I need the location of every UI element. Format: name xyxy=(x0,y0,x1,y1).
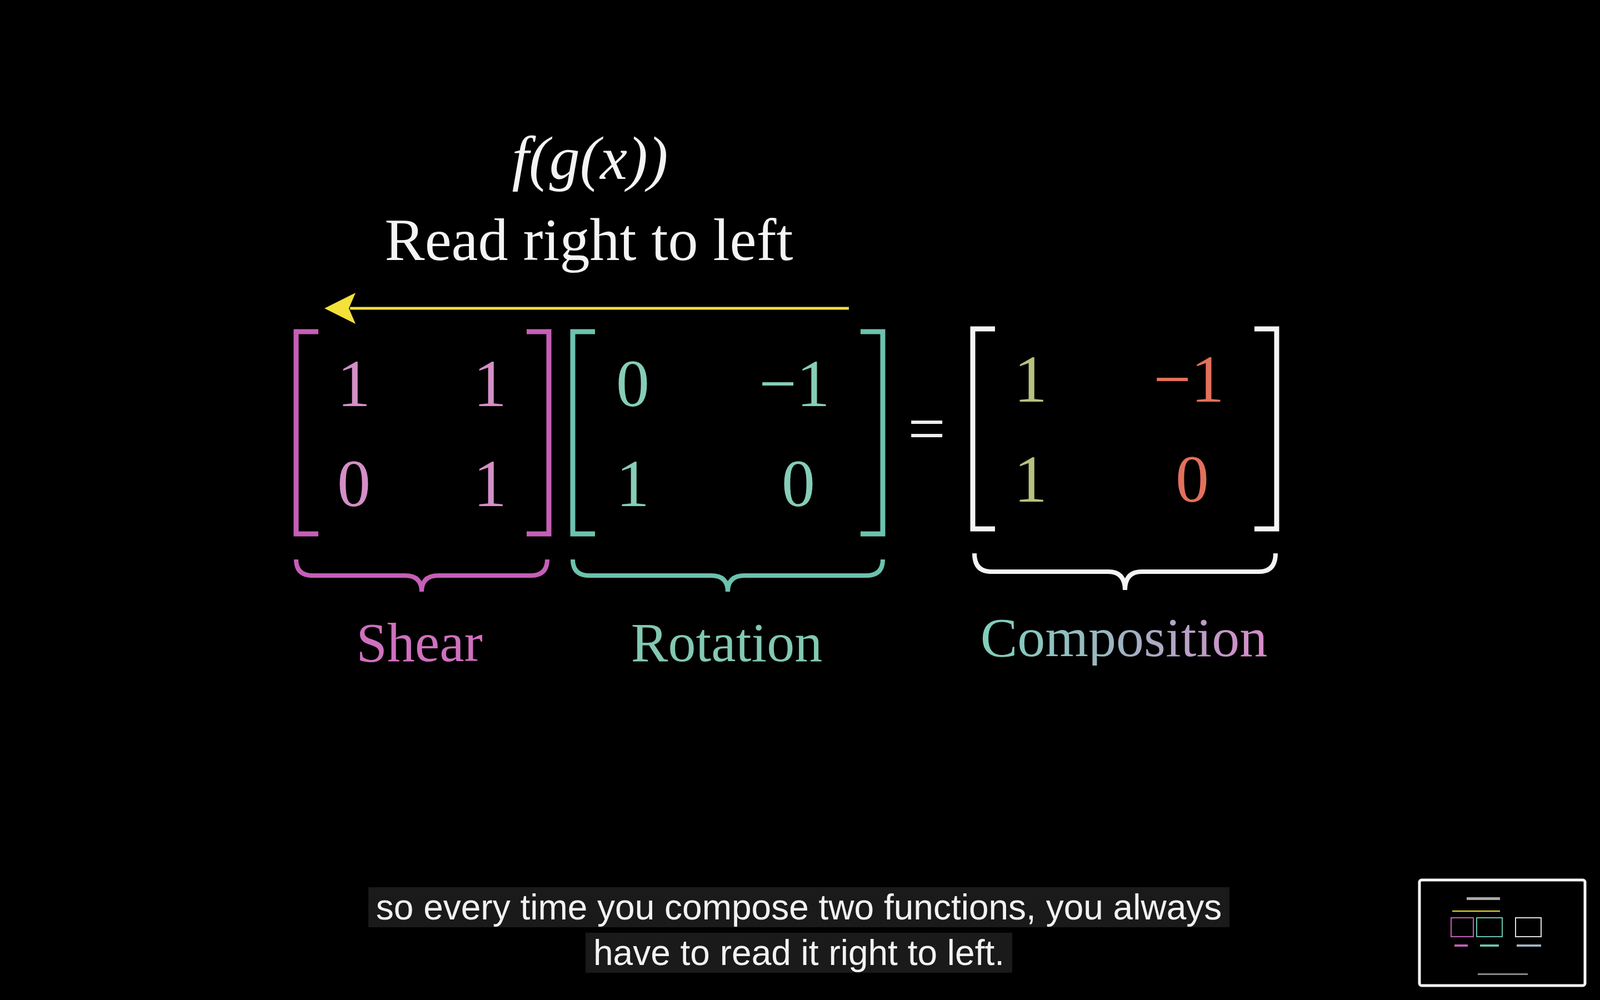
matrix-entry: 1 xyxy=(616,450,650,518)
matrix-entry: 0 xyxy=(1175,446,1209,513)
matrix-entry: 1 xyxy=(473,450,507,518)
matrix-entry: −1 xyxy=(758,350,830,418)
subtitle-box: so every time you compose two functions,… xyxy=(343,884,1255,976)
matrix-entry: 0 xyxy=(616,350,650,418)
video-thumbnail xyxy=(1419,880,1585,986)
equals-sign: = xyxy=(907,395,946,463)
rotation-brace xyxy=(572,559,883,592)
rotation-brackets xyxy=(572,331,883,534)
matrix-name: Composition xyxy=(980,610,1268,666)
composition-brackets xyxy=(972,328,1277,529)
subtitle: so every time you compose two functions,… xyxy=(368,887,1230,973)
shear-brackets xyxy=(296,331,549,534)
matrix-entry: 1 xyxy=(337,350,371,418)
composition-brace xyxy=(974,553,1276,590)
matrix-entry: 0 xyxy=(337,450,371,518)
matrix-entry: 1 xyxy=(473,350,507,418)
matrix-entry: 1 xyxy=(1013,346,1048,413)
formula: f(g(x)) xyxy=(512,127,669,189)
yellow-arrow xyxy=(324,292,849,324)
matrix-entry: −1 xyxy=(1153,346,1225,413)
matrix-entry: 0 xyxy=(781,450,815,518)
matrix-entry: 1 xyxy=(1013,446,1048,513)
matrix-name: Shear xyxy=(356,615,483,671)
matrix-name: Rotation xyxy=(631,615,823,671)
shear-brace xyxy=(296,559,548,592)
heading: Read right to left xyxy=(385,210,794,270)
